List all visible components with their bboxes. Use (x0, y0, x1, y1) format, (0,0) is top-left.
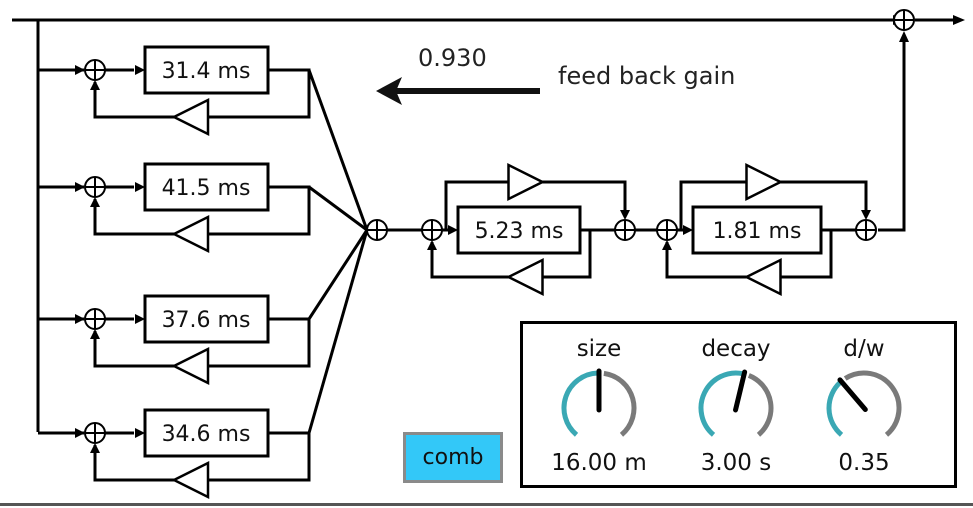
allpass-output-sum-junction (855, 219, 877, 241)
size-dial[interactable] (559, 368, 639, 448)
knob-decay-value: 3.00 s (700, 450, 772, 476)
comb-filter: 31.4 ms (38, 45, 311, 137)
comb-delay-block (143, 294, 270, 344)
knob-inactive-arc (843, 370, 902, 437)
knob-inactive-arc (747, 373, 774, 437)
knob-panel: size 16.00 m decay 3.00 s d/w 0.35 (520, 321, 957, 488)
comb-button[interactable]: comb (403, 432, 503, 483)
feedback-gain-amp-icon (171, 460, 210, 500)
knob-active-arc (826, 380, 844, 437)
feedback-gain-amp-icon (171, 214, 210, 254)
comb-sum-junction (84, 422, 106, 444)
decay-dial[interactable] (696, 368, 776, 448)
arrow-icon (135, 314, 145, 324)
knob-decay-label: decay (701, 336, 771, 362)
allpass-delay-label: 1.81 ms (713, 219, 802, 244)
arrow-icon (90, 80, 100, 90)
comb-delay-label: 34.6 ms (162, 422, 251, 447)
comb-delay-label: 41.5 ms (162, 176, 251, 201)
feedback-gain-amp-icon (505, 257, 544, 297)
allpass-delay-label: 5.23 ms (475, 219, 564, 244)
arrow-icon (75, 428, 85, 438)
arrow-icon (620, 210, 630, 220)
feedback-gain-amp-icon (171, 346, 210, 386)
comb-sum-junction (84, 308, 106, 330)
feedback-gain-amp-icon (171, 97, 210, 137)
arrow-icon (75, 314, 85, 324)
comb-mix-sum-junction (366, 219, 388, 241)
knob-active-arc (561, 370, 598, 437)
comb-delay-block (143, 162, 270, 212)
comb-delay-block (143, 45, 270, 95)
knob-decay[interactable]: decay 3.00 s (671, 324, 801, 485)
feedback-gain-amp-icon (743, 257, 782, 297)
knob-pointer (837, 377, 868, 413)
comb-delay-label: 31.4 ms (162, 59, 251, 84)
knob-dry-wet[interactable]: d/w 0.35 (799, 324, 929, 485)
arrow-icon (861, 210, 871, 220)
knob-size-value: 16.00 m (551, 450, 647, 476)
allpass-input-sum-junction (421, 219, 443, 241)
feedforward-gain-amp-icon (745, 162, 784, 202)
comb-delay-label: 37.6 ms (162, 308, 251, 333)
arrow-icon (427, 240, 437, 250)
knob-active-arc (698, 370, 744, 437)
arrow-icon (683, 225, 693, 235)
wet-return-line (878, 42, 906, 232)
knob-pointer (733, 369, 748, 413)
arrow-icon (75, 65, 85, 75)
output-sum-junction (893, 9, 915, 31)
comb-filter: 37.6 ms (38, 294, 311, 386)
allpass-output-sum-junction (614, 219, 636, 241)
arrow-icon (90, 329, 100, 339)
arrow-icon (135, 65, 145, 75)
knob-dry-wet-value: 0.35 (838, 450, 890, 476)
comb-delay-block (143, 408, 270, 458)
arrow-icon (662, 240, 672, 250)
knob-size-label: size (576, 336, 622, 362)
arrow-icon (135, 428, 145, 438)
comb-filter: 34.6 ms (38, 408, 311, 500)
left-arrow-icon (376, 77, 402, 105)
comb-sum-junction (84, 59, 106, 81)
knob-dry-wet-label: d/w (843, 336, 885, 362)
wet-return-arrow-icon (899, 31, 909, 42)
feedback-gain-value: 0.930 (418, 44, 487, 72)
allpass-filter: 5.23 ms (421, 162, 636, 297)
allpass-input-sum-junction (656, 219, 678, 241)
feedforward-gain-amp-icon (507, 162, 546, 202)
output-arrow-icon (953, 15, 965, 25)
comb-filter: 41.5 ms (38, 162, 311, 254)
arrow-icon (448, 225, 458, 235)
knob-inactive-arc (603, 370, 637, 437)
arrow-icon (90, 443, 100, 453)
knob-size[interactable]: size 16.00 m (534, 324, 664, 485)
allpass-filter: 1.81 ms (656, 162, 877, 297)
feedback-gain-label: feed back gain (558, 62, 735, 90)
bottom-divider (0, 503, 973, 506)
arrow-icon (75, 182, 85, 192)
dry-wet-dial[interactable] (824, 368, 904, 448)
comb-sum-junction (84, 176, 106, 198)
arrow-icon (90, 197, 100, 207)
comb-mix-lines (307, 69, 369, 434)
arrow-icon (135, 182, 145, 192)
